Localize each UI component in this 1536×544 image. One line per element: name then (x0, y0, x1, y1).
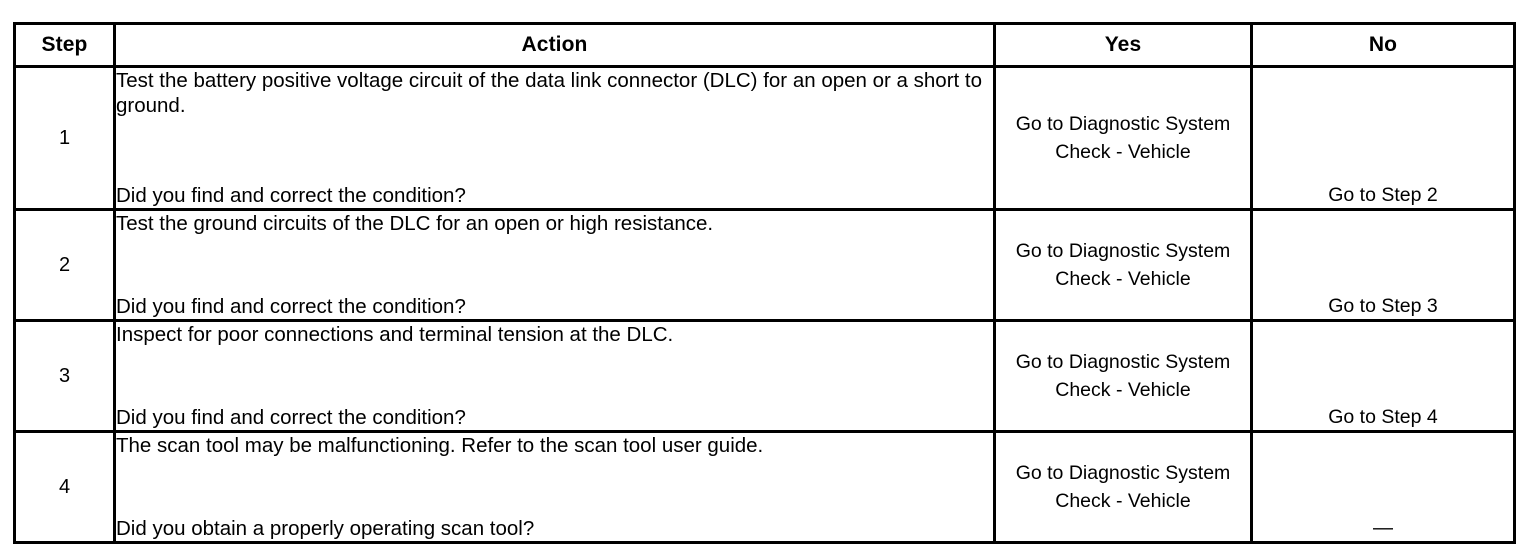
action-instruction: Inspect for poor connections and termina… (116, 323, 674, 346)
no-result-text: Go to Step 2 (1328, 184, 1438, 206)
table-header-row: Step Action Yes No (13, 22, 1516, 68)
no-result-cell: Go to Step 4 (1250, 319, 1516, 433)
action-cell: The scan tool may be malfunctioning. Ref… (113, 430, 996, 544)
column-header-no: No (1250, 22, 1516, 68)
action-cell: Test the battery positive voltage circui… (113, 65, 996, 211)
no-result-cell: Go to Step 2 (1250, 65, 1516, 211)
no-result-text: Go to Step 4 (1328, 406, 1438, 428)
column-header-action-label: Action (521, 33, 588, 56)
column-header-step: Step (13, 22, 116, 68)
step-number-cell: 2 (13, 208, 116, 322)
no-result-cell: Go to Step 3 (1250, 208, 1516, 322)
yes-result-cell: Go to Diagnostic System Check - Vehicle (993, 65, 1253, 211)
table-row: 3 Inspect for poor connections and termi… (13, 319, 1516, 433)
action-instruction: Test the battery positive voltage circui… (116, 69, 983, 117)
column-header-no-label: No (1368, 33, 1398, 56)
yes-result-cell: Go to Diagnostic System Check - Vehicle (993, 208, 1253, 322)
diagnostic-procedure-table: Step Action Yes No 1 Test the battery po… (13, 22, 1516, 544)
yes-result-cell: Go to Diagnostic System Check - Vehicle (993, 430, 1253, 544)
yes-result-text: Go to Diagnostic System Check - Vehicle (1015, 240, 1231, 290)
table-row: 1 Test the battery positive voltage circ… (13, 65, 1516, 211)
yes-result-text: Go to Diagnostic System Check - Vehicle (1015, 462, 1231, 512)
no-result-cell: — (1250, 430, 1516, 544)
action-cell: Test the ground circuits of the DLC for … (113, 208, 996, 322)
step-number-cell: 1 (13, 65, 116, 211)
yes-result-text: Go to Diagnostic System Check - Vehicle (1015, 351, 1231, 401)
yes-result-text: Go to Diagnostic System Check - Vehicle (1015, 113, 1231, 163)
step-number-cell: 4 (13, 430, 116, 544)
action-question: Did you obtain a properly operating scan… (116, 517, 535, 540)
action-content: Test the battery positive voltage circui… (116, 68, 993, 208)
action-question: Did you find and correct the condition? (116, 295, 466, 318)
table-header: Step Action Yes No (13, 22, 1516, 68)
column-header-action: Action (113, 22, 996, 68)
step-number-cell: 3 (13, 319, 116, 433)
column-header-step-label: Step (41, 33, 88, 56)
action-cell: Inspect for poor connections and termina… (113, 319, 996, 433)
column-header-yes-label: Yes (1104, 33, 1142, 56)
yes-result-cell: Go to Diagnostic System Check - Vehicle (993, 319, 1253, 433)
action-content: The scan tool may be malfunctioning. Ref… (116, 433, 993, 541)
table-body: 1 Test the battery positive voltage circ… (13, 65, 1516, 544)
action-question: Did you find and correct the condition? (116, 184, 466, 207)
action-instruction: The scan tool may be malfunctioning. Ref… (116, 434, 764, 457)
no-result-text: Go to Step 3 (1328, 295, 1438, 317)
action-instruction: Test the ground circuits of the DLC for … (116, 212, 714, 235)
action-content: Test the ground circuits of the DLC for … (116, 211, 993, 319)
no-result-text: — (1373, 517, 1393, 539)
table-row: 4 The scan tool may be malfunctioning. R… (13, 430, 1516, 544)
action-question: Did you find and correct the condition? (116, 406, 466, 429)
action-content: Inspect for poor connections and termina… (116, 322, 993, 430)
column-header-yes: Yes (993, 22, 1253, 68)
table-row: 2 Test the ground circuits of the DLC fo… (13, 208, 1516, 322)
